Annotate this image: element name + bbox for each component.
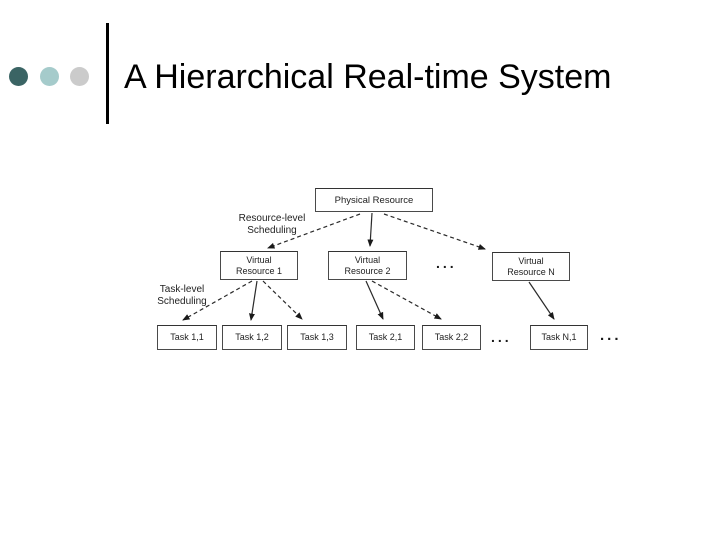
tasks-groupN-ellipsis: ... [600, 327, 622, 344]
bullet-dot-dark-teal [9, 67, 28, 86]
edge-virtual-resource-2-to-task-2-1 [365, 280, 384, 320]
node-task-2-2: Task 2,2 [422, 325, 481, 350]
slide-title: A Hierarchical Real-time System [124, 58, 612, 96]
edge-virtual-resource-n-to-task-n-1 [528, 281, 555, 320]
node-task-1-2: Task 1,2 [222, 325, 282, 350]
node-task-2-1: Task 2,1 [356, 325, 415, 350]
task-level-scheduling-label: Task-level Scheduling [157, 284, 207, 307]
edge-virtual-resource-2-to-task-2-2 [371, 280, 442, 320]
node-virtual-resource-n: Virtual Resource N [492, 252, 570, 281]
title-accent-bar [106, 23, 109, 124]
node-task-1-1: Task 1,1 [157, 325, 217, 350]
edge-physical-resource-to-virtual-resource-n [383, 213, 486, 250]
edge-virtual-resource-1-to-task-1-3 [262, 280, 303, 320]
tasks-group2-ellipsis: ... [491, 329, 512, 345]
bullet-dot-light-teal [39, 67, 59, 86]
edge-physical-resource-to-virtual-resource-2 [367, 212, 374, 247]
resource-level-scheduling-label: Resource-level Scheduling [238, 213, 306, 236]
virtual-resources-ellipsis: ... [436, 255, 457, 271]
node-task-1-3: Task 1,3 [287, 325, 347, 350]
edge-virtual-resource-1-to-task-1-2 [249, 280, 258, 321]
node-virtual-resource-2: Virtual Resource 2 [328, 251, 407, 280]
node-physical-resource: Physical Resource [315, 188, 433, 212]
node-task-n-1: Task N,1 [530, 325, 588, 350]
node-virtual-resource-1: Virtual Resource 1 [220, 251, 298, 280]
bullet-dot-gray [69, 67, 89, 86]
